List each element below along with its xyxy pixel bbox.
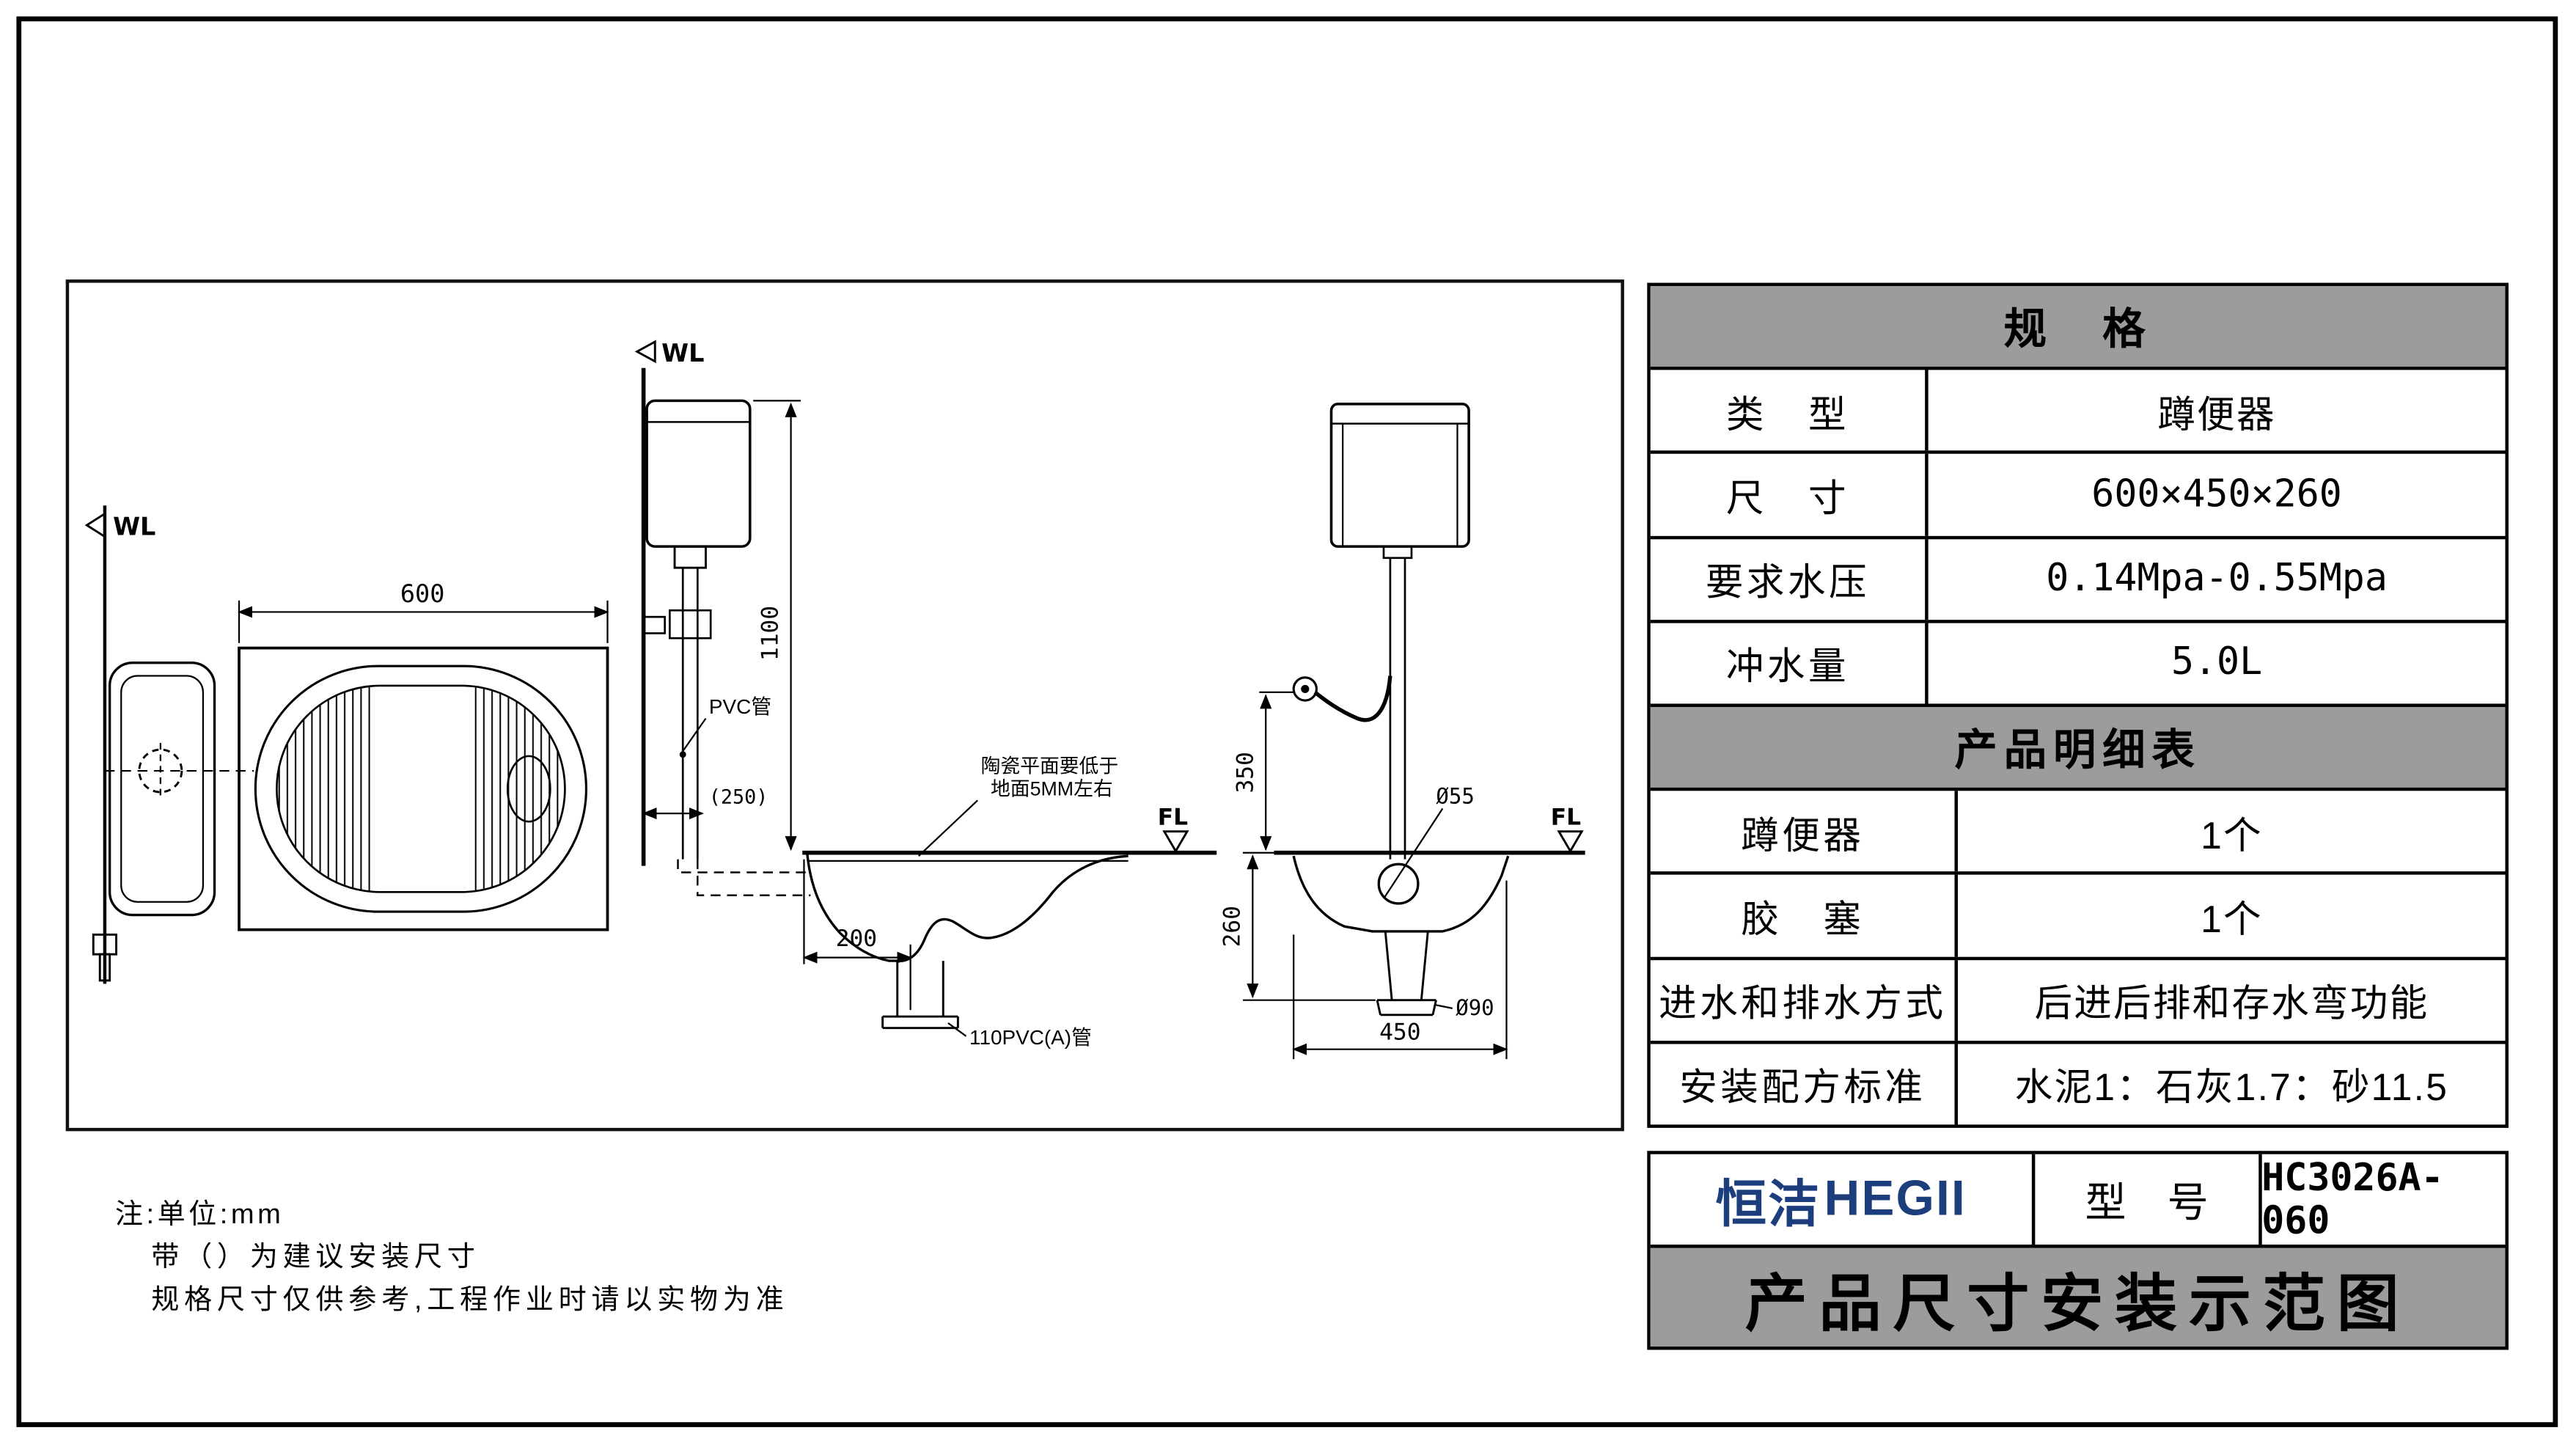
- spec-row-value: 5.0L: [2170, 642, 2263, 685]
- model-label: 型 号: [2035, 1154, 2262, 1245]
- dimension-450: 450: [1292, 880, 1508, 1060]
- dia-55-label: Ø55: [1436, 784, 1474, 809]
- drain-outlet-side: [881, 961, 959, 1030]
- table-row: 尺 寸 600×450×260: [1650, 451, 2506, 535]
- flush-pipe-side: [642, 568, 712, 860]
- front-view: 350 FL Ø55: [1219, 403, 1585, 1060]
- wl-marker-top-view: WL: [84, 505, 155, 984]
- fl-marker-side-view: FL: [1158, 805, 1189, 854]
- dim-350-label: 350: [1232, 752, 1258, 793]
- detail-row-label: 胶 塞: [1651, 875, 1959, 956]
- detail-table-title: 产品明细表: [1650, 703, 2506, 788]
- drawing-area: WL: [65, 279, 1624, 1132]
- dimension-600: 600: [238, 579, 609, 643]
- table-row: 冲水量 5.0L: [1650, 619, 2506, 704]
- brand-logo: 恒洁 HEGII: [1651, 1154, 2036, 1245]
- spec-row-label: 要求水压: [1651, 538, 1929, 620]
- spec-row-value: 蹲便器: [2157, 392, 2276, 436]
- note-line-2: 带（）为建议安装尺寸: [151, 1241, 480, 1273]
- ceramic-note-line1: 陶瓷平面要低于: [981, 755, 1118, 777]
- fl-label: FL: [1158, 805, 1188, 831]
- dim-600-label: 600: [400, 579, 444, 608]
- detail-row-value: 水泥1：石灰1.7：砂11.5: [2014, 1066, 2449, 1109]
- brand-logo-cn: 恒洁: [1715, 1175, 1821, 1234]
- dimension-1100: 1100: [753, 400, 801, 851]
- sheet-title: 产品尺寸安装示范图: [1650, 1245, 2506, 1347]
- dim-250-label: (250): [709, 786, 768, 809]
- detail-row-value: 后进后排和存水弯功能: [2034, 981, 2429, 1025]
- note-line-1: 注:单位:mm: [114, 1198, 285, 1230]
- spec-row-label: 类 型: [1651, 370, 1929, 452]
- drain-pipe-callout: 110PVC(A)管: [947, 1022, 1092, 1049]
- ceramic-note-line2: 地面5MM左右: [991, 778, 1113, 800]
- detail-row-label: 蹲便器: [1651, 791, 1959, 873]
- brand-logo-en: HEGII: [1824, 1171, 1967, 1226]
- model-number: HC3026A-060: [2261, 1157, 2444, 1242]
- note-line-3: 规格尺寸仅供参考,工程作业时请以实物为准: [151, 1283, 789, 1316]
- drain-outlet-front: [1376, 931, 1437, 1016]
- pan-top-view: [238, 646, 609, 931]
- table-row: 蹲便器 1个: [1650, 788, 2506, 873]
- cistern-side-view: [645, 399, 752, 569]
- wl-label: WL: [661, 339, 704, 367]
- angle-valve: [1292, 676, 1318, 702]
- ceramic-note: 陶瓷平面要低于 地面5MM左右: [918, 755, 1118, 857]
- table-row: 胶 塞 1个: [1650, 872, 2506, 956]
- cistern-front-view: [1329, 403, 1470, 548]
- spec-row-label: 冲水量: [1651, 623, 1929, 704]
- pvc-pipe-label: PVC管: [709, 695, 771, 718]
- top-view: WL: [84, 505, 609, 984]
- dim-1100-label: 1100: [757, 606, 784, 661]
- installation-drawing: WL: [84, 339, 1585, 1060]
- inlet-dia-callout: Ø55: [1383, 784, 1475, 899]
- table-row: 要求水压 0.14Mpa-0.55Mpa: [1650, 535, 2506, 620]
- detail-row-label: 进水和排水方式: [1651, 959, 1959, 1041]
- wl-marker-side-view: WL: [634, 339, 704, 367]
- outlet-dia-callout: Ø90: [1436, 995, 1494, 1020]
- hidden-drain-pipe: [677, 859, 811, 897]
- spec-row-label: 尺 寸: [1651, 454, 1929, 535]
- inlet-hole: [1377, 862, 1420, 905]
- pvc-pipe-callout: PVC管: [679, 695, 771, 758]
- fl-marker-front-view: FL: [1551, 805, 1584, 854]
- dim-450-label: 450: [1379, 1019, 1420, 1045]
- pan-profile-side: [806, 854, 1129, 962]
- supply-hose: [1313, 675, 1392, 722]
- dim-200-label: 200: [836, 926, 877, 952]
- title-block: 恒洁 HEGII 型 号 HC3026A-060 产品尺寸安装示范图: [1647, 1151, 2509, 1350]
- flush-pipe-front: [1382, 545, 1413, 860]
- dimension-350: 350: [1232, 691, 1296, 851]
- dim-260-label: 260: [1219, 906, 1245, 947]
- spec-table-title: 规 格: [1650, 286, 2506, 367]
- dia-90-label: Ø90: [1456, 995, 1494, 1020]
- detail-row-value: 1个: [2201, 898, 2263, 941]
- side-view: WL: [634, 339, 1217, 1049]
- cistern-top-view: [92, 661, 254, 982]
- spec-tables: 规 格 类 型 蹲便器 尺 寸 600×450×260 要求水压 0.14Mpa…: [1647, 282, 2509, 1128]
- spec-row-value: 0.14Mpa-0.55Mpa: [2046, 557, 2388, 601]
- table-row: 进水和排水方式 后进后排和存水弯功能: [1650, 956, 2506, 1041]
- dimension-250: (250): [642, 786, 768, 820]
- dimension-200: 200: [802, 859, 912, 1011]
- fl-label: FL: [1551, 805, 1581, 831]
- pan-profile-front: [1292, 855, 1510, 933]
- notes: 注:单位:mm 带（）为建议安装尺寸 规格尺寸仅供参考,工程作业时请以实物为准: [115, 1194, 789, 1322]
- dimension-260: 260: [1219, 851, 1376, 1001]
- wl-label: WL: [113, 512, 155, 541]
- table-row: 类 型 蹲便器: [1650, 367, 2506, 452]
- title-block-top-row: 恒洁 HEGII 型 号 HC3026A-060: [1651, 1154, 2506, 1245]
- detail-row-value: 1个: [2201, 813, 2263, 857]
- table-row: 安装配方标准 水泥1：石灰1.7：砂11.5: [1650, 1040, 2506, 1125]
- detail-row-label: 安装配方标准: [1651, 1044, 1959, 1125]
- drain-pipe-label: 110PVC(A)管: [969, 1026, 1092, 1049]
- spec-row-value: 600×450×260: [2091, 473, 2342, 516]
